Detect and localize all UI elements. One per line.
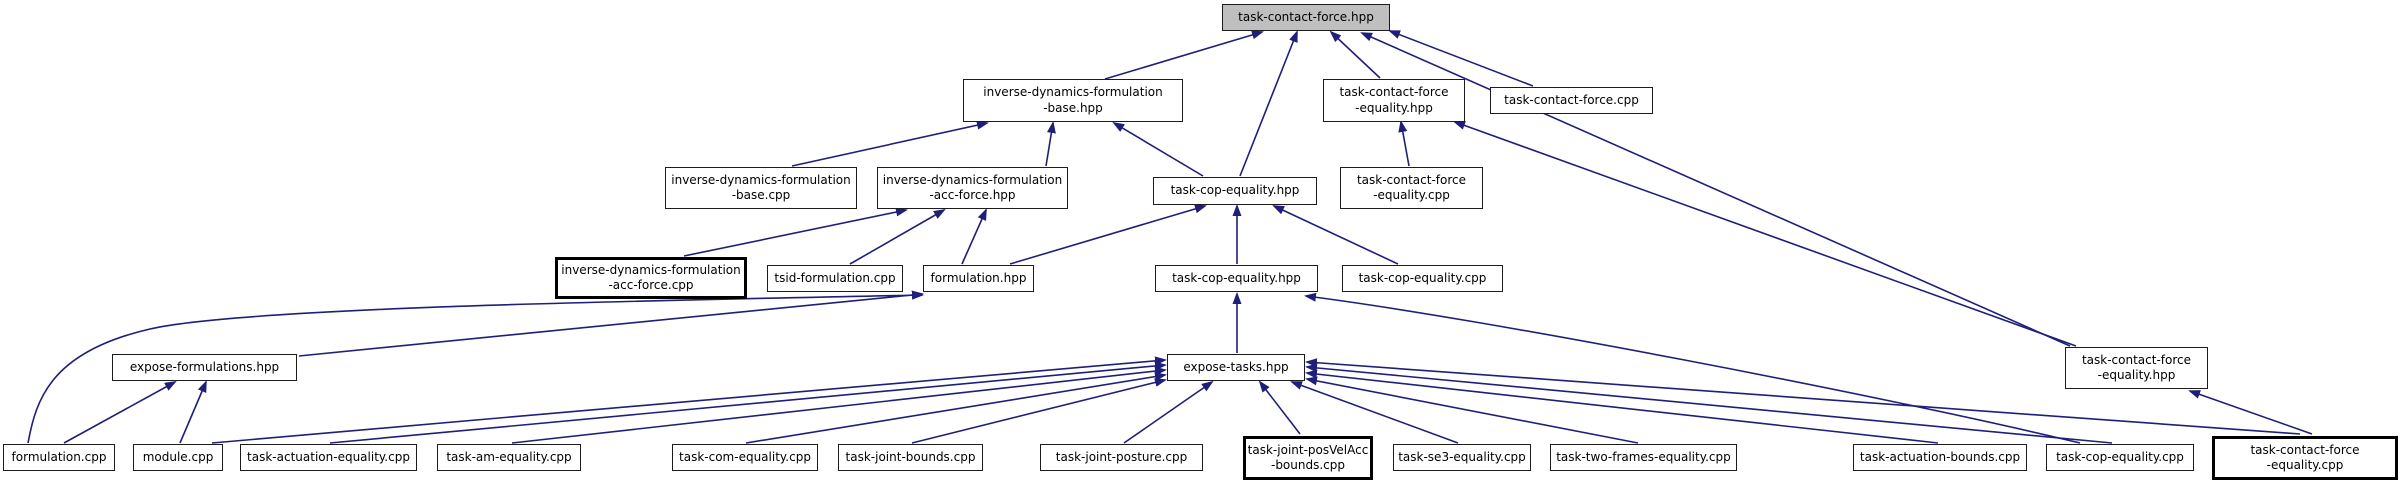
node-task-joint-posvelacc-bounds-cpp[interactable]: task-joint-posVelAcc -bounds.cpp bbox=[1243, 436, 1373, 480]
edge-task-contact-force-equality-cpp-to-task-contact-force-equality-hpp bbox=[1398, 120, 1410, 167]
edge-task-cop-equality-hpp-to-idf-base-hpp bbox=[1112, 121, 1204, 177]
node-inverse-dynamics-formulation-base-cpp[interactable]: inverse-dynamics-formulation -base.cpp bbox=[665, 167, 857, 209]
edge-task-joint-posture-cpp-to-expose-tasks-hpp bbox=[1123, 380, 1214, 444]
node-task-contact-force-equality-cpp[interactable]: task-contact-force -equality.cpp bbox=[1340, 167, 1483, 209]
edge-task-two-frames-equality-cpp-to-expose-tasks-hpp bbox=[1305, 376, 1639, 444]
edge-expose-formulations-hpp-to-formulation-hpp bbox=[298, 290, 924, 357]
edge-formulation-cpp-to-expose-formulations-hpp bbox=[63, 381, 177, 444]
node-task-cop-equality-cpp[interactable]: task-cop-equality.cpp bbox=[1342, 265, 1503, 292]
edge-formulation-hpp-to-task-cop-equality-hpp bbox=[1009, 204, 1207, 265]
edge-module-cpp-to-expose-formulations-hpp bbox=[179, 380, 207, 444]
node-expose-tasks-hpp[interactable]: expose-tasks.hpp bbox=[1167, 354, 1305, 381]
edge-module-cpp-to-expose-tasks-hpp bbox=[211, 356, 1167, 444]
edge-idf-acc-force-hpp-to-idf-base-hpp bbox=[1045, 121, 1056, 167]
edge-task-cop-equality-hpp-to-root bbox=[1239, 30, 1298, 177]
node-task-com-equality-cpp[interactable]: task-com-equality.cpp bbox=[672, 444, 818, 471]
edge-bindings-task-cop-equality-cpp-to-bindings-task-cop-equality-hpp bbox=[1304, 292, 2081, 444]
edge-task-actuation-equality-cpp-to-expose-tasks-hpp bbox=[329, 361, 1167, 444]
node-task-contact-force-hpp-root: task-contact-force.hpp bbox=[1222, 4, 1390, 31]
edge-idf-base-cpp-to-idf-base-hpp bbox=[791, 120, 989, 167]
edge-bindings-tcfe-cpp-to-bindings-tcfe-hpp bbox=[2188, 390, 2313, 435]
node-task-se3-equality-cpp[interactable]: task-se3-equality.cpp bbox=[1393, 444, 1531, 471]
node-expose-formulations-hpp[interactable]: expose-formulations.hpp bbox=[112, 354, 297, 381]
node-formulation-hpp[interactable]: formulation.hpp bbox=[923, 265, 1034, 292]
node-task-cop-equality-hpp[interactable]: task-cop-equality.hpp bbox=[1153, 177, 1317, 205]
edge-task-contact-force-cpp-to-root bbox=[1388, 30, 1534, 87]
node-tsid-formulation-cpp[interactable]: tsid-formulation.cpp bbox=[767, 265, 903, 292]
node-task-contact-force-equality-hpp[interactable]: task-contact-force -equality.hpp bbox=[1323, 79, 1465, 122]
node-bindings-task-contact-force-equality-hpp[interactable]: task-contact-force -equality.hpp bbox=[2065, 347, 2208, 389]
node-task-joint-posture-cpp[interactable]: task-joint-posture.cpp bbox=[1040, 444, 1203, 471]
edge-idf-base-hpp-to-root bbox=[1104, 30, 1264, 80]
edge-tsid-formulation-cpp-to-idf-acc-force-hpp bbox=[849, 209, 946, 265]
edge-task-am-equality-cpp-to-expose-tasks-hpp bbox=[511, 366, 1167, 444]
node-bindings-task-contact-force-equality-cpp[interactable]: task-contact-force -equality.cpp bbox=[2212, 436, 2398, 480]
edge-bindings-task-cop-equality-cpp-to-expose-tasks-hpp bbox=[1305, 363, 2113, 444]
node-inverse-dynamics-formulation-base-hpp[interactable]: inverse-dynamics-formulation -base.hpp bbox=[963, 79, 1183, 122]
node-task-two-frames-equality-cpp[interactable]: task-two-frames-equality.cpp bbox=[1550, 444, 1737, 471]
node-inverse-dynamics-formulation-acc-force-cpp[interactable]: inverse-dynamics-formulation -acc-force.… bbox=[555, 257, 747, 299]
node-formulation-cpp[interactable]: formulation.cpp bbox=[3, 444, 115, 471]
edge-task-actuation-bounds-cpp-to-expose-tasks-hpp bbox=[1305, 369, 1939, 444]
node-bindings-task-cop-equality-cpp[interactable]: task-cop-equality.cpp bbox=[2046, 444, 2194, 471]
node-module-cpp[interactable]: module.cpp bbox=[133, 444, 223, 471]
edge-task-joint-bounds-cpp-to-expose-tasks-hpp bbox=[911, 378, 1167, 444]
edge-task-se3-equality-cpp-to-expose-tasks-hpp bbox=[1290, 381, 1459, 444]
edge-task-joint-posvelacc-bounds-cpp-to-expose-tasks-hpp bbox=[1258, 380, 1301, 435]
node-task-joint-bounds-cpp[interactable]: task-joint-bounds.cpp bbox=[838, 444, 983, 471]
edge-task-contact-force-equality-hpp-to-root bbox=[1329, 30, 1381, 79]
edge-formulation-hpp-to-idf-acc-force-hpp bbox=[961, 208, 987, 265]
node-bindings-task-cop-equality-hpp[interactable]: task-cop-equality.hpp bbox=[1155, 265, 1318, 292]
edge-bindings-tcfe-hpp-to-task-contact-force-equality-hpp bbox=[1453, 121, 2077, 347]
node-task-am-equality-cpp[interactable]: task-am-equality.cpp bbox=[437, 444, 581, 471]
node-task-contact-force-cpp[interactable]: task-contact-force.cpp bbox=[1490, 87, 1653, 114]
node-task-actuation-bounds-cpp[interactable]: task-actuation-bounds.cpp bbox=[1853, 444, 2027, 471]
edge-idf-acc-force-cpp-to-idf-acc-force-hpp bbox=[683, 207, 908, 257]
edge-task-com-equality-cpp-to-expose-tasks-hpp bbox=[745, 372, 1167, 444]
node-task-actuation-equality-cpp[interactable]: task-actuation-equality.cpp bbox=[240, 444, 417, 471]
node-inverse-dynamics-formulation-acc-force-hpp[interactable]: inverse-dynamics-formulation -acc-force.… bbox=[877, 167, 1068, 209]
edge-task-cop-equality-cpp-to-task-cop-equality-hpp bbox=[1272, 205, 1399, 265]
